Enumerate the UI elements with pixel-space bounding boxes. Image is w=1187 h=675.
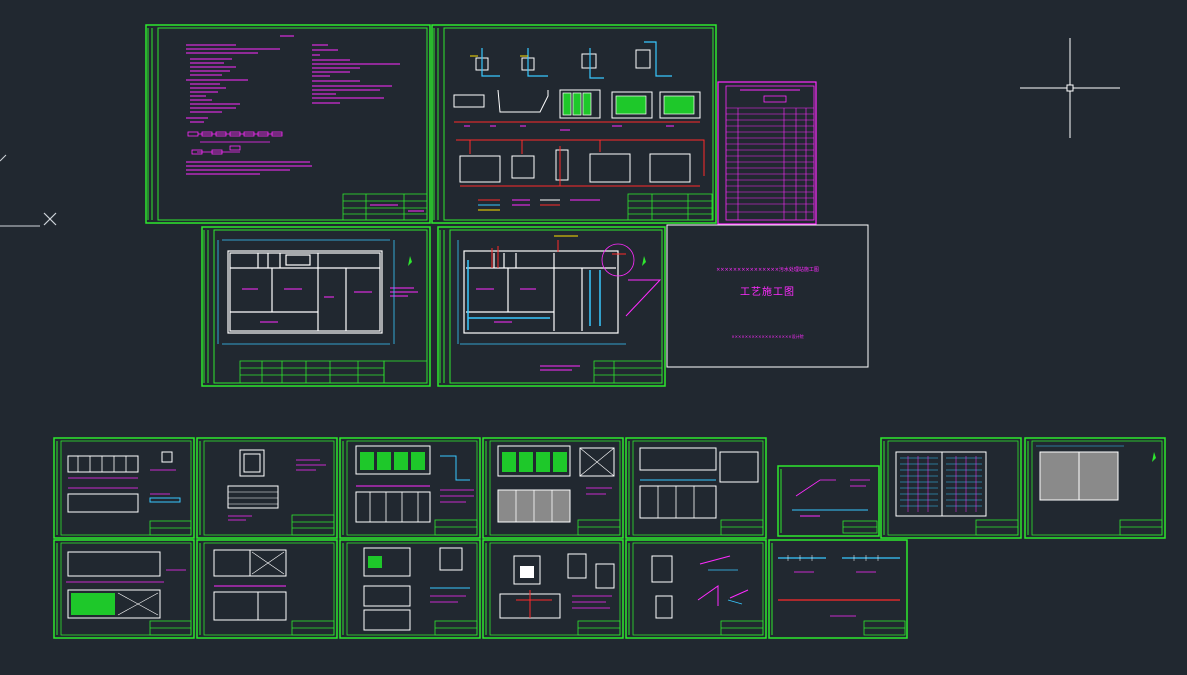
sheet-detail-06[interactable] bbox=[777, 465, 880, 537]
sheet-detail-13[interactable] bbox=[625, 539, 767, 639]
sheet-cover[interactable] bbox=[666, 224, 869, 368]
cover-footer: ××××××××××××××××××设计院 bbox=[731, 334, 804, 339]
sheet-drawing-index[interactable] bbox=[717, 81, 817, 225]
cover-header: ×××××××××××××××污水处理站施工图 bbox=[716, 267, 819, 273]
sheet-general-notes[interactable] bbox=[145, 24, 431, 224]
sheet-process-flow[interactable] bbox=[431, 24, 717, 224]
sheet-piping-plan[interactable] bbox=[437, 226, 666, 387]
sheet-detail-11[interactable] bbox=[339, 539, 481, 639]
ucs-axis-icon bbox=[0, 154, 57, 227]
sheet-detail-04[interactable] bbox=[482, 437, 624, 539]
sheet-detail-02[interactable] bbox=[196, 437, 338, 539]
crosshair-cursor-icon bbox=[1020, 38, 1120, 138]
sheet-detail-08[interactable] bbox=[1024, 437, 1166, 539]
sheet-detail-01[interactable] bbox=[53, 437, 195, 539]
sheet-detail-09[interactable] bbox=[53, 539, 195, 639]
sheet-detail-10[interactable] bbox=[196, 539, 338, 639]
sheet-detail-03[interactable] bbox=[339, 437, 481, 539]
sheet-detail-05[interactable] bbox=[625, 437, 767, 539]
sheet-detail-07[interactable] bbox=[880, 437, 1022, 539]
sheet-site-plan[interactable] bbox=[201, 226, 431, 387]
sheet-detail-12[interactable] bbox=[482, 539, 624, 639]
sheet-detail-14[interactable] bbox=[768, 539, 908, 639]
cover-title: 工艺施工图 bbox=[740, 287, 795, 298]
